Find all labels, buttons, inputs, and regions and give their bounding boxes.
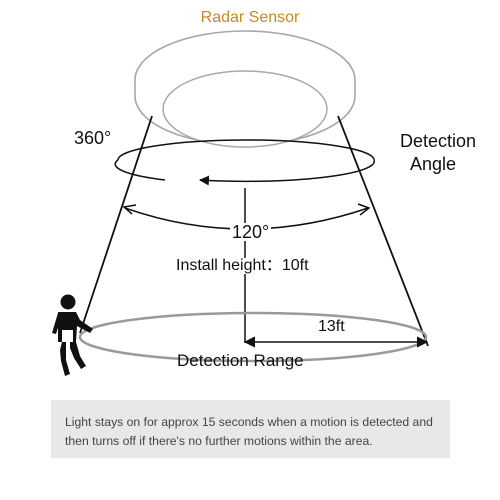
person-walking-icon [52, 294, 93, 376]
detection-angle-label: Detection Angle [400, 131, 477, 174]
angle-label: 120° [230, 222, 272, 242]
rotation-label: 360° [74, 128, 112, 148]
radius-arrow [243, 336, 429, 348]
ceiling-lamp-icon [134, 30, 356, 148]
note-box: Light stays on for approx 15 seconds whe… [51, 400, 450, 458]
rotation-arrow-icon [114, 139, 376, 186]
install-height-label: Install height：10ft [174, 257, 311, 274]
detection-range-label: Detection Range [177, 351, 304, 370]
note-text: Light stays on for approx 15 seconds whe… [65, 415, 433, 448]
detection-range-ellipse [78, 311, 428, 363]
diagram-title: Radar Sensor [200, 9, 300, 26]
detection-cone [79, 115, 429, 347]
radius-label: 13ft [318, 318, 345, 335]
